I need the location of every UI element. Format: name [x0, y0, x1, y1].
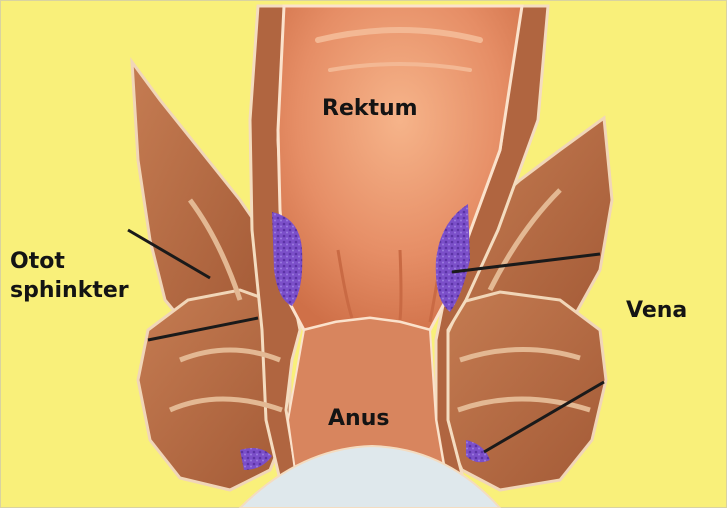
label-rektum: Rektum: [322, 98, 418, 120]
rectal-column: [400, 250, 401, 320]
label-otot-line2: sphinkter: [10, 277, 129, 306]
label-otot-sphinkter: Otot sphinkter: [10, 248, 129, 305]
label-otot-line1: Otot: [10, 248, 129, 277]
label-vena: Vena: [626, 300, 687, 322]
label-anus: Anus: [328, 408, 389, 430]
